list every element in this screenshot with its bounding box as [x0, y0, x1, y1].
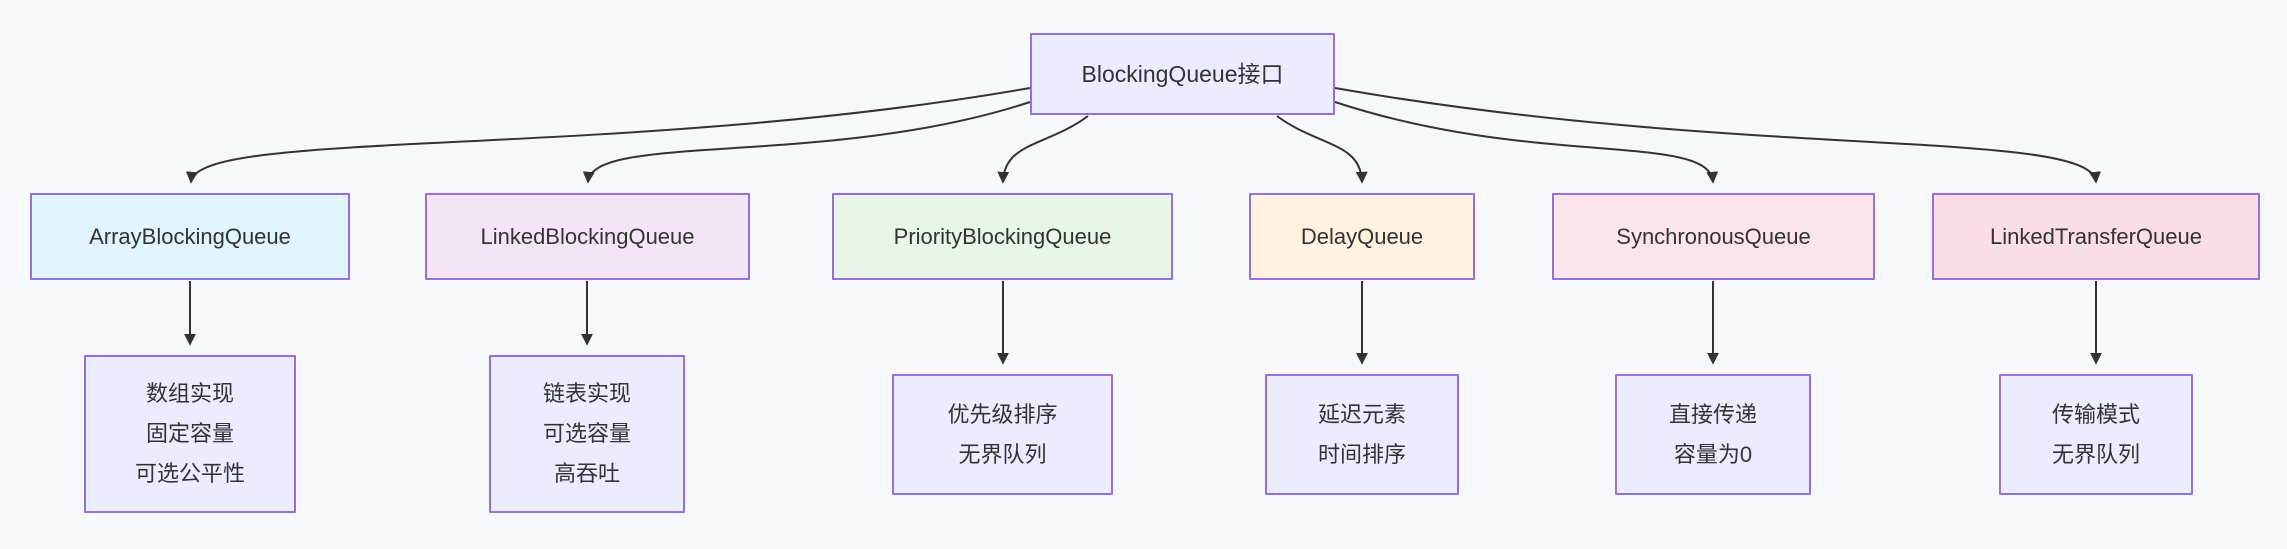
desc-line: 链表实现	[542, 381, 631, 406]
desc-linkedblockingqueue: 链表实现 可选容量 高吞吐	[489, 355, 685, 513]
desc-delayqueue: 延迟元素 时间排序	[1265, 374, 1459, 495]
node-linkedtransferqueue: LinkedTransferQueue	[1932, 193, 2260, 280]
node-linkedblockingqueue: LinkedBlockingQueue	[425, 193, 750, 280]
node-label: ArrayBlockingQueue	[89, 223, 291, 249]
node-priorityblockingqueue: PriorityBlockingQueue	[832, 193, 1173, 280]
desc-synchronousqueue: 直接传递 容量为0	[1615, 374, 1811, 495]
node-label: LinkedTransferQueue	[1990, 223, 2202, 249]
edge-root-to-linkedtransferqueue	[1334, 87, 2101, 184]
desc-line: 可选公平性	[134, 461, 245, 486]
node-delayqueue: DelayQueue	[1249, 193, 1475, 280]
desc-line: 无界队列	[958, 441, 1047, 467]
desc-line: 直接传递	[1668, 401, 1757, 427]
desc-line: 优先级排序	[947, 401, 1058, 427]
node-arrayblockingqueue: ArrayBlockingQueue	[30, 193, 350, 280]
desc-line: 延迟元素	[1317, 401, 1406, 427]
desc-line: 固定容量	[145, 421, 234, 446]
desc-line: 传输模式	[2051, 401, 2140, 427]
desc-line: 无界队列	[2051, 441, 2140, 467]
desc-line: 高吞吐	[553, 461, 620, 486]
edge-root-to-synchronousqueue	[1334, 101, 1719, 184]
desc-line: 数组实现	[145, 381, 234, 406]
edge-root-to-priorityblockingqueue	[997, 115, 1089, 184]
edge-root-to-linkedblockingqueue	[582, 101, 1031, 184]
node-label: SynchronousQueue	[1616, 223, 1811, 249]
node-label: DelayQueue	[1300, 223, 1424, 249]
desc-line: 时间排序	[1317, 441, 1406, 467]
node-synchronousqueue: SynchronousQueue	[1552, 193, 1875, 280]
node-label: LinkedBlockingQueue	[480, 223, 695, 249]
edge-root-to-delayqueue	[1276, 115, 1368, 184]
desc-linkedtransferqueue: 传输模式 无界队列	[1999, 374, 2193, 495]
desc-arrayblockingqueue: 数组实现 固定容量 可选公平性	[84, 355, 296, 513]
edge-root-to-arrayblockingqueue	[186, 87, 1031, 184]
node-blockingqueue-interface: BlockingQueue接口	[1030, 33, 1335, 115]
desc-line: 容量为0	[1673, 441, 1753, 467]
desc-priorityblockingqueue: 优先级排序 无界队列	[892, 374, 1113, 495]
node-label: PriorityBlockingQueue	[893, 223, 1112, 249]
node-label: BlockingQueue接口	[1081, 61, 1284, 87]
desc-line: 可选容量	[542, 421, 631, 446]
